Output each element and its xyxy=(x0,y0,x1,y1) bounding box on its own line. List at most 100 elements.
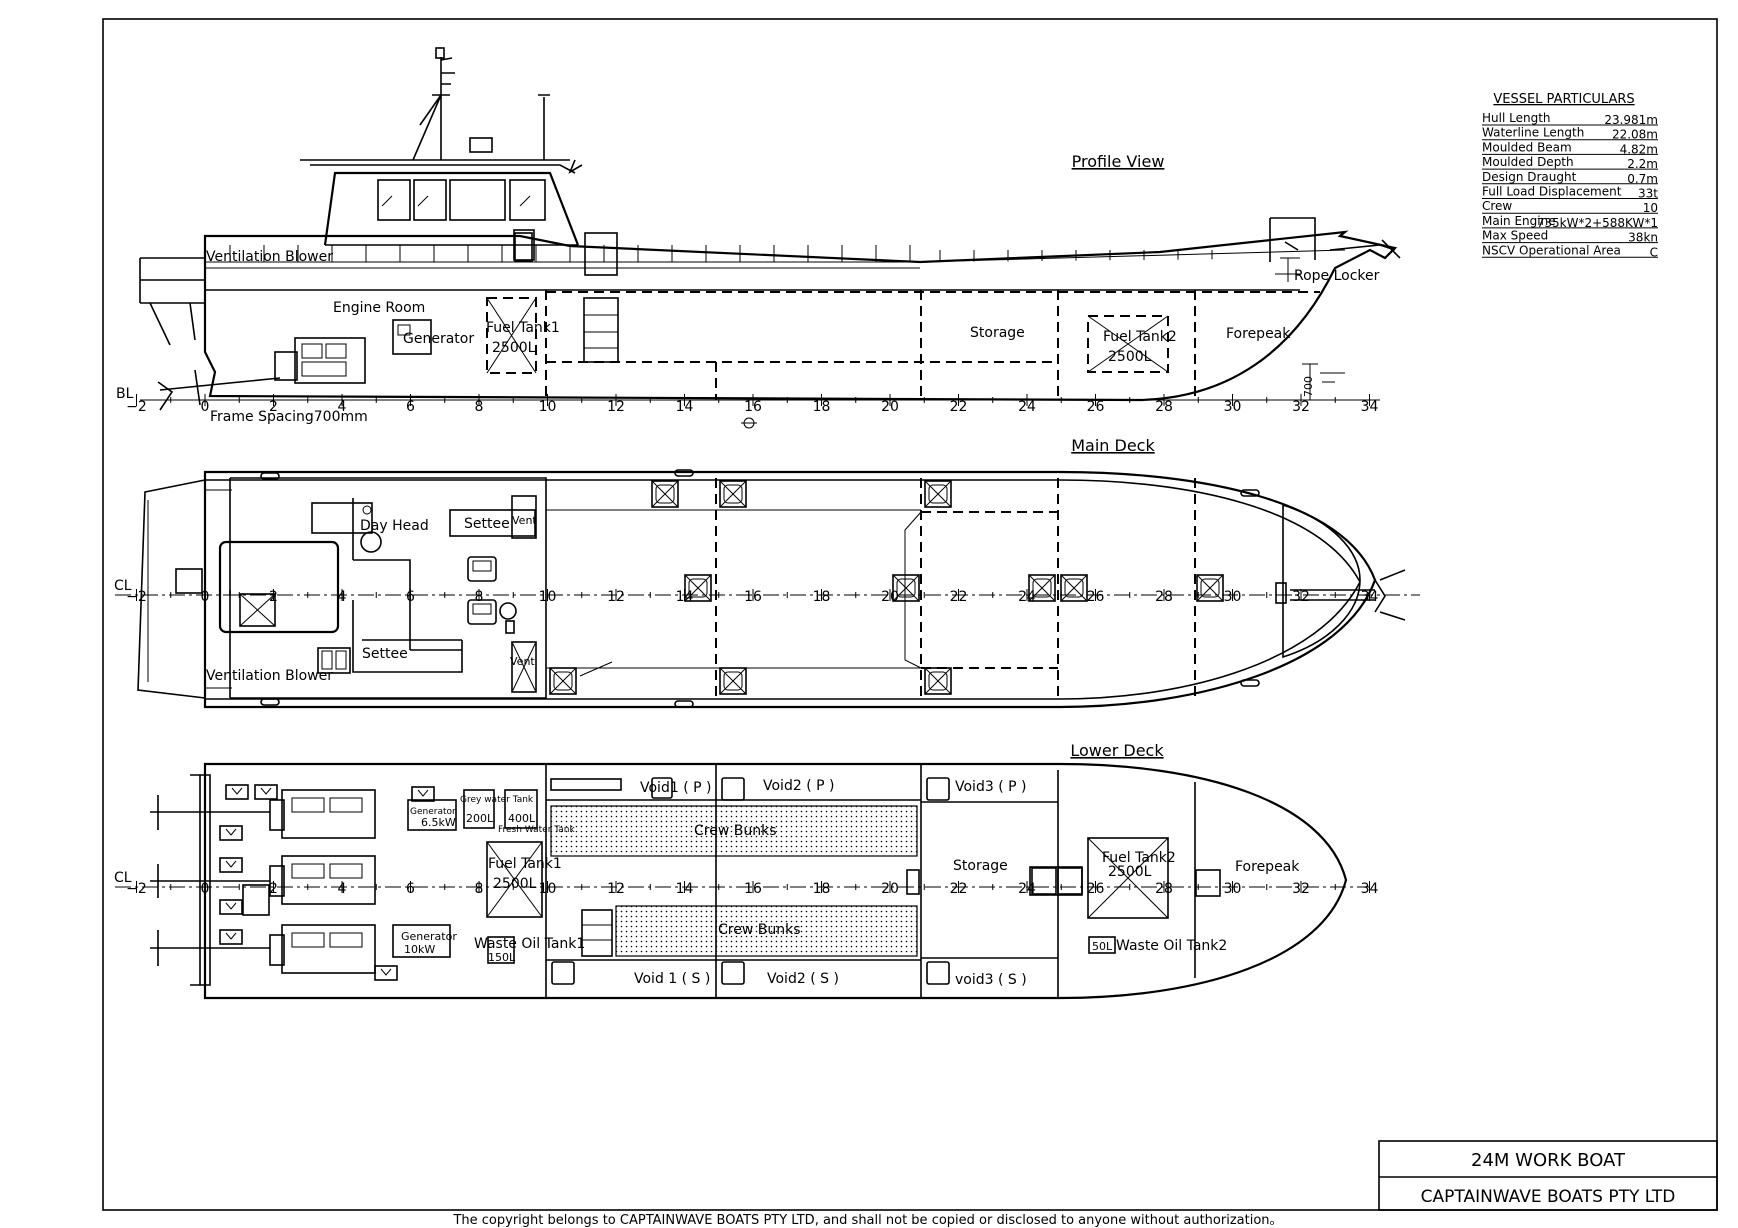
frame-tick-label: 22 xyxy=(950,589,968,605)
particulars-value: 22.08m xyxy=(1612,128,1658,142)
frame-tick-label: 26 xyxy=(1087,881,1105,897)
engine-hatch xyxy=(218,540,340,634)
frame-tick-label: 0 xyxy=(201,881,210,897)
frame-tick-label: 28 xyxy=(1155,589,1173,605)
hatch-frame xyxy=(719,480,747,508)
particulars-label: Design Draught xyxy=(1482,170,1577,184)
frame-tick-label: 6 xyxy=(406,881,415,897)
switch-boxes xyxy=(219,784,435,981)
profile-draught-dimension: 700 xyxy=(1302,376,1315,397)
frame-tick-label: 18 xyxy=(813,881,831,897)
frame-tick-label: 8 xyxy=(475,881,484,897)
profile-fuel-tank1-label: Fuel Tank1 xyxy=(486,320,560,336)
switch-box xyxy=(411,786,435,802)
hatch-frame xyxy=(719,667,747,695)
switch-symbol xyxy=(380,968,392,976)
frame-tick-label: 26 xyxy=(1087,399,1105,415)
frame-tick-label: 32 xyxy=(1292,881,1310,897)
switch-box xyxy=(374,965,398,981)
copyright-notice: The copyright belongs to CAPTAINWAVE BOA… xyxy=(452,1213,1282,1228)
frame-tick-label: 34 xyxy=(1361,881,1379,897)
frame-tick-label: 34 xyxy=(1361,399,1379,415)
switch-box xyxy=(219,825,243,841)
particulars-label: Crew xyxy=(1482,199,1512,213)
frame-tick-label: 2 xyxy=(269,399,278,415)
hatch-cross xyxy=(1196,574,1224,602)
frame-tick-label: 22 xyxy=(950,881,968,897)
switch-box xyxy=(219,899,243,915)
frame-tick-label: 34 xyxy=(1361,589,1379,605)
particulars-label: Main Engine xyxy=(1482,214,1556,228)
particulars-value: 735kW*2+588KW*1 xyxy=(1537,216,1658,230)
hatch-cover xyxy=(1064,578,1084,598)
profile-ventilation-blower-label: Ventilation Blower xyxy=(206,249,333,265)
lower-fuel-tank2-cap: 2500L xyxy=(1108,864,1152,880)
profile-fuel-tank2-label: Fuel Tank2 xyxy=(1103,329,1177,345)
fresh-water-tank-label: Fresh Water Tank xyxy=(498,825,576,835)
frame-tick-label: 0 xyxy=(201,399,210,415)
settee-aft-label: Settee xyxy=(362,646,408,662)
generator-bottom-label: Generator xyxy=(401,930,457,943)
particulars-value: 38kn xyxy=(1628,231,1658,245)
crew-bunks-bottom xyxy=(615,905,918,957)
frame-tick-label: 14 xyxy=(676,399,694,415)
frame-tick-label: 2 xyxy=(269,589,278,605)
hatch-cover xyxy=(928,671,948,691)
waste-oil-tank2-cap: 50L xyxy=(1092,940,1113,953)
hatch-cover xyxy=(688,578,708,598)
particulars-heading: VESSEL PARTICULARS xyxy=(1493,92,1634,107)
hatch-cross xyxy=(924,667,952,695)
wheelhouse xyxy=(323,171,580,246)
particulars-label: Full Load Displacement xyxy=(1482,185,1622,199)
switch-symbol xyxy=(225,932,237,940)
particulars-label: Waterline Length xyxy=(1482,126,1584,140)
particulars-value: 23.981m xyxy=(1604,113,1658,127)
void3-s-label: void3 ( S ) xyxy=(955,972,1027,988)
frame-tick-label: 20 xyxy=(881,399,899,415)
main-deck-ventilation-blower-label: Ventilation Blower xyxy=(206,668,333,684)
hatch-cover xyxy=(553,671,573,691)
hatch-frame xyxy=(924,667,952,695)
hatch-cover xyxy=(928,484,948,504)
hatch-cross xyxy=(892,574,920,602)
frame-tick-label: 30 xyxy=(1224,399,1242,415)
frame-tick-label: 16 xyxy=(744,399,762,415)
main-deck-cl-label: CL xyxy=(114,578,132,594)
frame-tick-label: 24 xyxy=(1018,399,1036,415)
hatch-cross xyxy=(1060,574,1088,602)
frame-tick-label: −2 xyxy=(126,881,147,897)
title-block-company: CAPTAINWAVE BOATS PTY LTD xyxy=(1421,1187,1676,1207)
hatch-frame xyxy=(1060,574,1088,602)
frame-tick-label: 18 xyxy=(813,399,831,415)
settee-fwd-label: Settee xyxy=(464,516,510,532)
grey-water-tank-label: Grey water Tank xyxy=(460,795,534,805)
particulars-value: 4.82m xyxy=(1620,142,1658,156)
void3-p-label: Void3 ( P ) xyxy=(955,779,1026,795)
crew-bunks-bottom-label: Crew Bunks xyxy=(718,922,801,938)
cleat xyxy=(1240,679,1260,687)
frame-tick-label: 28 xyxy=(1155,399,1173,415)
frame-tick-label: 2 xyxy=(269,881,278,897)
vent-top-label: Vent xyxy=(512,514,537,527)
particulars-value: C xyxy=(1650,245,1658,259)
lower-fuel-tank1-cap: 2500L xyxy=(493,876,537,892)
hatch-cross xyxy=(924,480,952,508)
frame-tick-label: 32 xyxy=(1292,399,1310,415)
hatch-cross xyxy=(719,480,747,508)
hatch-frame xyxy=(1028,574,1056,602)
frame-tick-label: 10 xyxy=(539,881,557,897)
hatch-cross xyxy=(1028,574,1056,602)
main-engine-profile xyxy=(274,337,366,384)
profile-rope-locker-label: Rope Locker xyxy=(1294,268,1380,284)
frame-tick-label: 12 xyxy=(607,881,625,897)
lower-fuel-tank2-label: Fuel Tank2 xyxy=(1102,850,1176,866)
frame-tick-label: 8 xyxy=(475,589,484,605)
hatch-cross xyxy=(719,667,747,695)
particulars-value: 33t xyxy=(1638,187,1658,201)
frame-tick-label: 32 xyxy=(1292,589,1310,605)
